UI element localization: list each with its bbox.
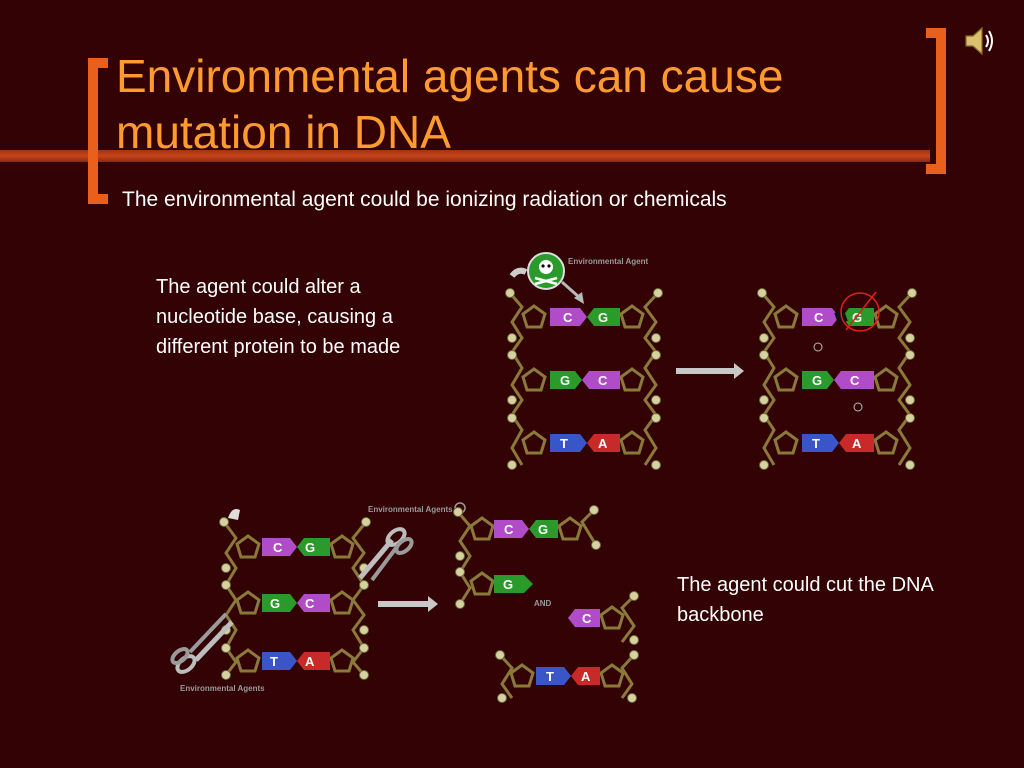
base-label: G	[538, 522, 548, 537]
slide-subtitle: The environmental agent could be ionizin…	[122, 188, 727, 211]
base-label: C	[582, 611, 592, 626]
right-arrow-icon	[378, 596, 438, 612]
base-label: A	[852, 436, 862, 451]
right-bracket	[926, 28, 946, 174]
agent-label: Environmental Agent	[568, 257, 648, 266]
base-label: T	[560, 436, 568, 451]
base-label: C	[850, 373, 860, 388]
note-cut-backbone: The agent could cut the DNA backbone	[677, 574, 933, 626]
base-label: G	[598, 310, 608, 325]
base-label: C	[563, 310, 573, 325]
base-label: A	[598, 436, 608, 451]
dna-before-cut: C G G C T A Environmental Agents	[170, 502, 466, 693]
base-label: G	[560, 373, 570, 388]
skull-crossbones-icon	[509, 252, 565, 290]
base-label: G	[270, 596, 280, 611]
dna-mutated: C G G C T A	[757, 288, 917, 470]
base-label: C	[814, 310, 824, 325]
scissors-icon	[358, 527, 414, 582]
base-label: T	[270, 654, 278, 669]
base-label: C	[504, 522, 514, 537]
title-rule	[0, 150, 930, 162]
base-label: C	[273, 540, 283, 555]
base-label: G	[503, 577, 513, 592]
base-label: G	[812, 373, 822, 388]
base-label: C	[598, 373, 608, 388]
left-bracket	[88, 58, 108, 204]
agent-pointer	[561, 280, 581, 300]
dna-original: C G G C T A Environmental Agent	[505, 252, 663, 470]
base-label: C	[305, 596, 315, 611]
agents-label-bottom: Environmental Agents	[180, 684, 265, 693]
base-label: A	[581, 669, 591, 684]
base-label: G	[305, 540, 315, 555]
right-arrow-icon	[676, 363, 744, 379]
dna-after-cut: C G G AND C T A	[453, 505, 639, 703]
base-label: T	[546, 669, 554, 684]
scissors-icon	[170, 612, 234, 674]
note-alter-base: The agent could alter a nucleotide base,…	[156, 276, 401, 358]
and-label: AND	[534, 599, 552, 608]
cross-out-icon	[840, 291, 880, 332]
speaker-icon[interactable]	[962, 24, 998, 58]
base-label: T	[812, 436, 820, 451]
base-label: A	[305, 654, 315, 669]
base-label: G	[852, 310, 862, 325]
slide-title: Environmental agents can cause mutation …	[116, 50, 784, 158]
agents-label-top: Environmental Agents	[368, 505, 453, 514]
